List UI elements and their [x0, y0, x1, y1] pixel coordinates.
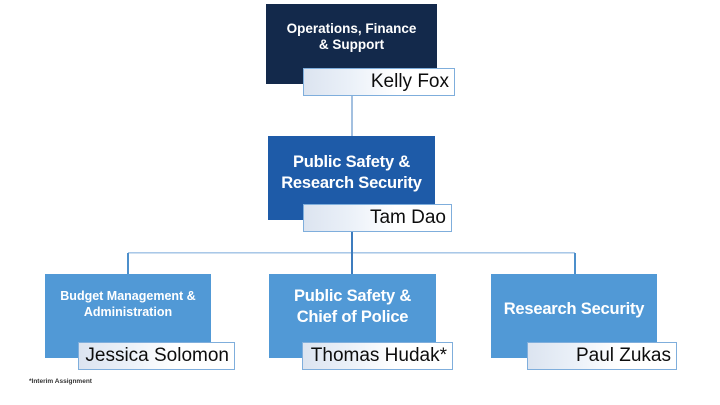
- nameplate-kelly-fox: Kelly Fox: [303, 68, 455, 96]
- connector-manager-to-children: [351, 231, 353, 274]
- dept-title-line: Operations, Finance: [286, 20, 417, 36]
- person-name: Jessica Solomon: [85, 345, 229, 366]
- nameplate-tam-dao: Tam Dao: [303, 204, 452, 232]
- person-name: Kelly Fox: [370, 71, 449, 92]
- nameplate-jessica-solomon: Jessica Solomon: [78, 342, 235, 370]
- dept-title-line: & Support: [318, 36, 385, 52]
- nameplate-paul-zukas: Paul Zukas: [527, 342, 677, 370]
- person-name: Tam Dao: [369, 207, 446, 228]
- nameplate-thomas-hudak: Thomas Hudak*: [302, 342, 453, 370]
- connector-drop-right: [574, 253, 576, 274]
- dept-title-line: Research Security: [503, 300, 645, 319]
- dept-title-line: Chief of Police: [296, 308, 409, 326]
- footnote-interim-assignment: *Interim Assignment: [29, 378, 92, 385]
- dept-title-line: Administration: [83, 305, 173, 319]
- dept-title-line: Research Security: [281, 174, 422, 192]
- person-name: Paul Zukas: [575, 345, 671, 366]
- dept-title-line: Budget Management &: [60, 289, 196, 304]
- connector-root-to-manager: [351, 95, 353, 136]
- dept-title-line: Public Safety &: [292, 152, 411, 171]
- person-name: Thomas Hudak*: [310, 345, 447, 366]
- connector-drop-left: [127, 253, 129, 274]
- dept-title-line: Public Safety &: [293, 286, 412, 305]
